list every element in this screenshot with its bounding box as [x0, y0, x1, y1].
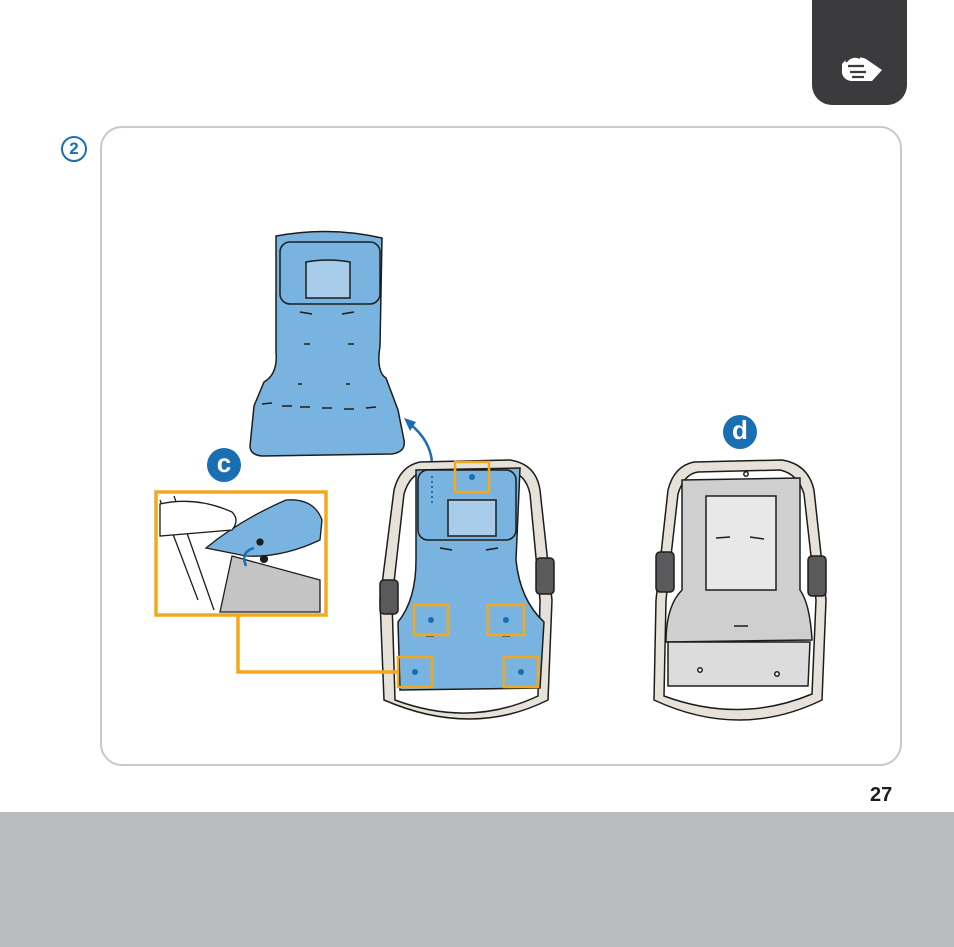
callout-c: c: [207, 448, 241, 482]
seat-without-liner: [654, 460, 826, 720]
callout-d: d: [723, 415, 757, 449]
removal-arrow: [410, 424, 432, 462]
page-number: 27: [870, 784, 892, 807]
seat-with-liner: [380, 460, 554, 719]
footer-band: [0, 812, 954, 947]
removed-seat-liner: [250, 231, 404, 456]
detail-connector: [238, 615, 398, 672]
